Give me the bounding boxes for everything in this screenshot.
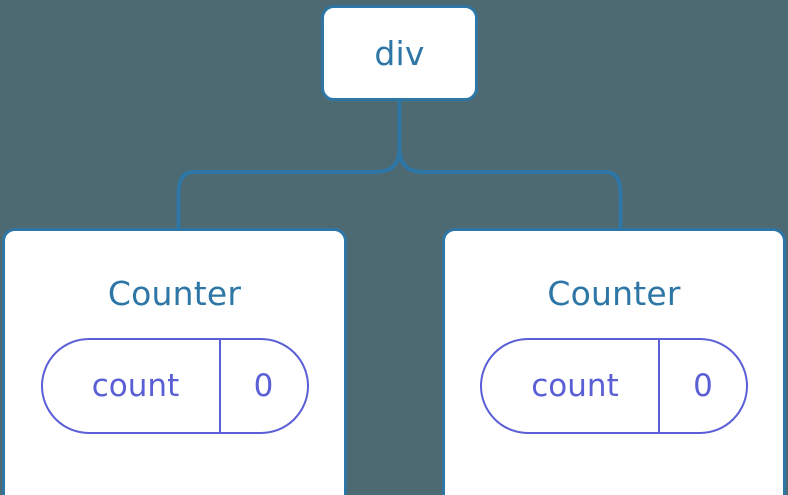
state-pill[interactable]: count 0 (480, 338, 748, 434)
node-component-counter-0[interactable]: Counter count 0 (2, 228, 347, 495)
component-title: Counter (107, 274, 242, 313)
connector-branch-left (176, 147, 402, 229)
state-pill-key: count (91, 367, 180, 404)
component-title: Counter (547, 274, 681, 313)
node-root-div[interactable]: div (321, 5, 478, 101)
state-pill-value: 0 (253, 367, 274, 404)
node-root-label: div (374, 33, 425, 73)
state-pill-value: 0 (693, 367, 713, 404)
state-pill-divider (658, 340, 660, 432)
state-pill[interactable]: count 0 (40, 338, 309, 434)
node-component-counter-1[interactable]: Counter count 0 (442, 228, 786, 495)
state-pill-key: count (531, 367, 619, 404)
connector-branch-right (397, 147, 623, 229)
state-pill-divider (218, 340, 221, 432)
